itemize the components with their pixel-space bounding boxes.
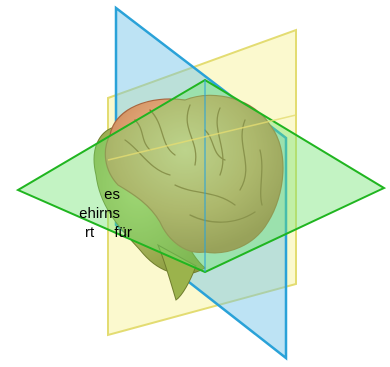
caption-line-1: es [104, 186, 120, 203]
transverse-plane [15, 78, 387, 274]
caption-line-2: ehirns [79, 205, 120, 222]
cerebrum [104, 94, 284, 254]
caption-line-3: rt für [85, 224, 132, 241]
brainstem [156, 243, 197, 301]
plane-intersections [107, 80, 297, 272]
